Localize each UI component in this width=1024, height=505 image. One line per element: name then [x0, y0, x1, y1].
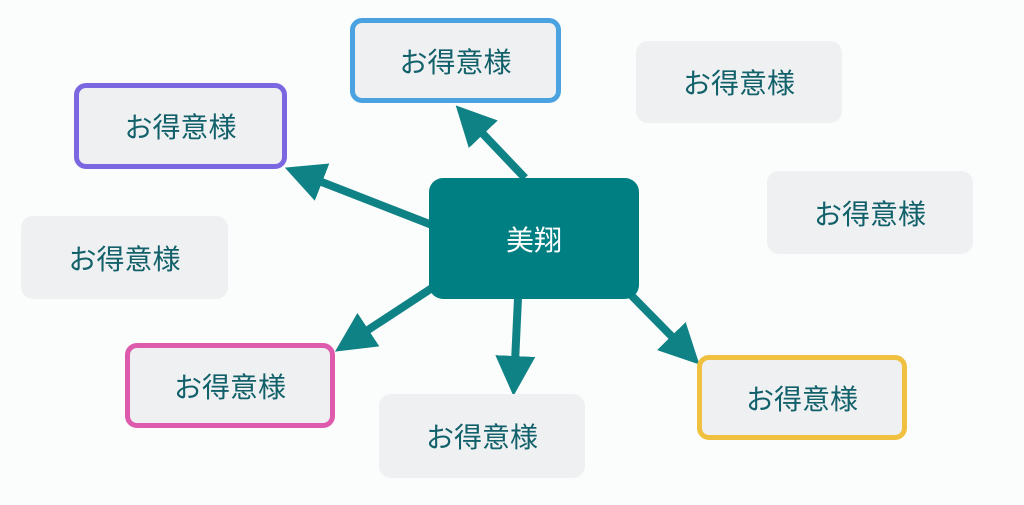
center-node[interactable]: 美翔: [429, 178, 639, 299]
customer-node-lower-left[interactable]: お得意様: [125, 343, 335, 428]
customer-node-lower-right[interactable]: お得意様: [697, 355, 907, 440]
arrow-to-upper-left: [284, 163, 434, 229]
customer-node-right[interactable]: お得意様: [767, 171, 973, 254]
arrow-to-top: [455, 105, 528, 181]
customer-node-top[interactable]: お得意様: [350, 18, 561, 103]
arrow-to-lower-left: [334, 284, 435, 352]
customer-node-bottom[interactable]: お得意様: [379, 394, 585, 478]
customer-node-left[interactable]: お得意様: [21, 216, 228, 299]
customer-node-upper-left[interactable]: お得意様: [74, 83, 287, 169]
arrow-to-lower-right: [627, 291, 700, 365]
arrow-to-bottom: [495, 297, 536, 396]
customer-node-top-right[interactable]: お得意様: [636, 41, 842, 123]
